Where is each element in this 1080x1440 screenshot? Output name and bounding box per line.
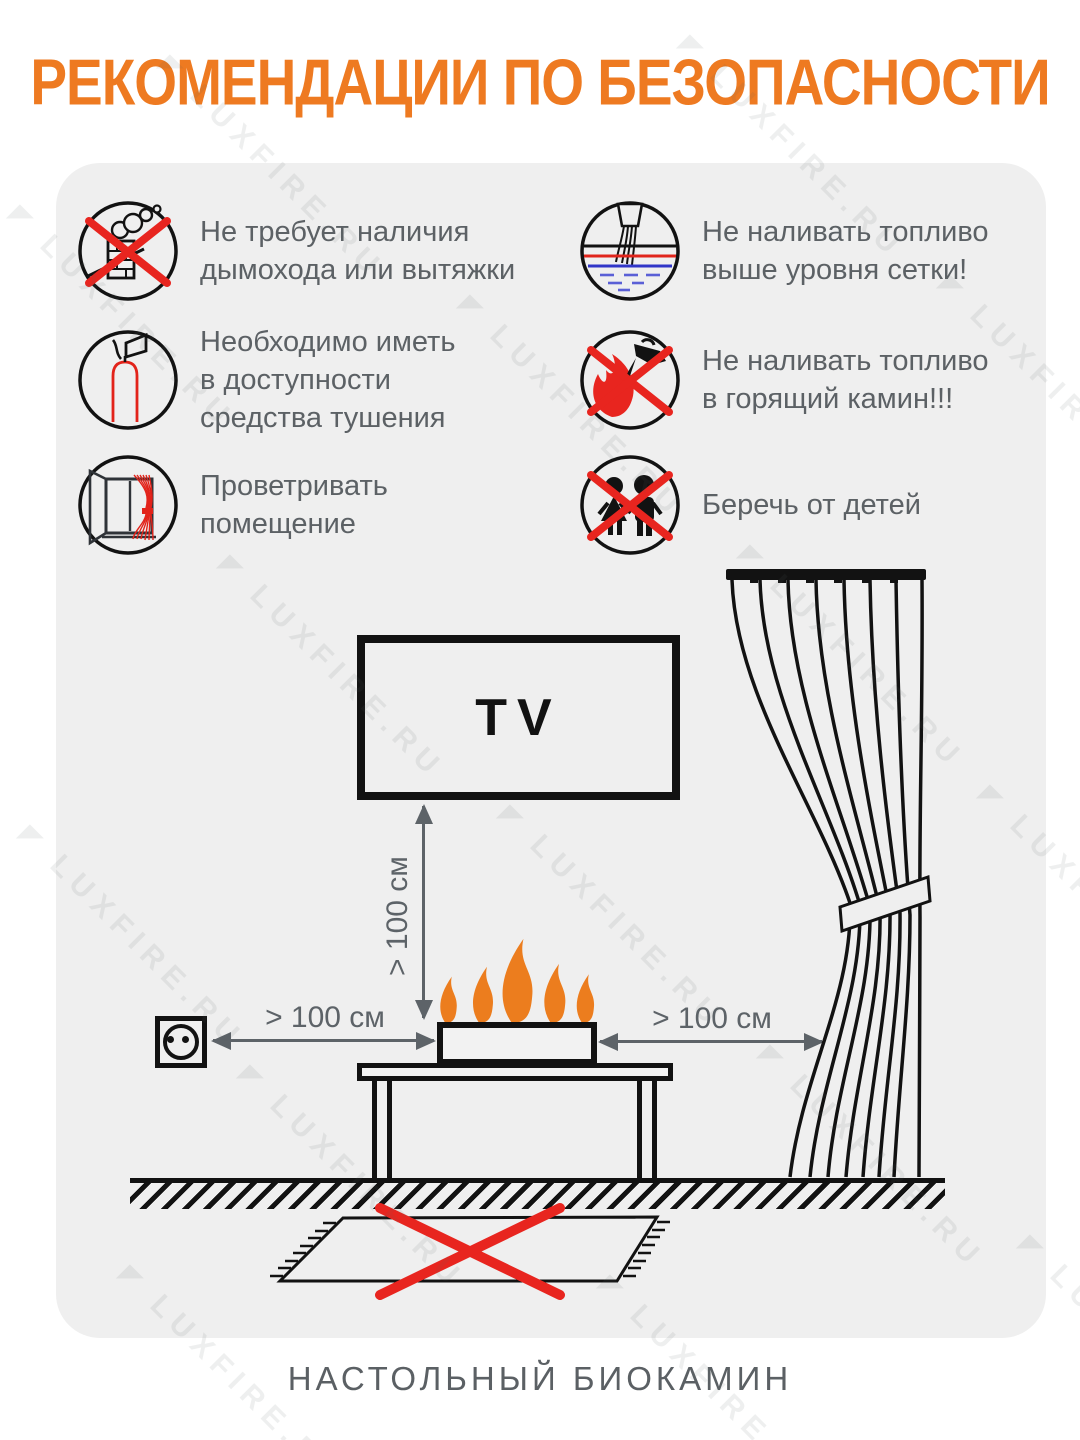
tv: TV — [357, 635, 680, 800]
table-top — [357, 1063, 673, 1081]
outlet-pin-left — [167, 1036, 174, 1043]
page-title-text: РЕКОМЕНДАЦИИ ПО БЕЗОПАСНОСТИ — [30, 45, 1050, 119]
rug-fringe-right — [623, 1220, 670, 1278]
curtain-tieback — [838, 874, 932, 934]
ventilate-icon-svg — [78, 455, 178, 555]
curtain — [726, 569, 932, 1178]
outlet-socket — [163, 1024, 199, 1060]
extinguisher-icon — [76, 328, 180, 432]
distance-label-left: > 100 см — [265, 1001, 385, 1034]
distance-arrow-right — [600, 1040, 822, 1043]
curtain-hooks — [750, 579, 898, 583]
rule-ventilate: Проветривать помещение — [76, 453, 526, 557]
keep-from-children-icon — [578, 453, 682, 557]
no-refill-burning-icon-svg — [580, 330, 680, 430]
extinguisher-icon-svg — [78, 330, 178, 430]
safety-card: Не требует наличия дымохода или вытяжки … — [56, 163, 1046, 1338]
rule-text: Беречь от детей — [702, 489, 921, 521]
page-title: РЕКОМЕНДАЦИИ ПО БЕЗОПАСНОСТИ — [0, 45, 1080, 118]
prohibition-cross — [85, 217, 171, 287]
outlet-pin-right — [182, 1036, 189, 1043]
footer-caption: НАСТОЛЬНЫЙ БИОКАМИН — [287, 1360, 793, 1397]
rule-no-refill-burning: Не наливать топливо в горящий камин!!! — [578, 328, 1038, 432]
table-leg-right — [637, 1080, 657, 1183]
floor-hatching — [130, 1183, 945, 1209]
rule-text: Необходимо иметь в доступности средства … — [200, 326, 456, 434]
prohibition-cross — [587, 346, 673, 416]
no-chimney-icon-svg — [78, 201, 178, 301]
rug-fringe-left — [270, 1221, 336, 1278]
rule-text: Не требует наличия дымохода или вытяжки — [200, 216, 516, 286]
rule-extinguisher: Необходимо иметь в доступности средства … — [76, 323, 526, 437]
rule-fuel-level: Не наливать топливо выше уровня сетки! — [578, 199, 1038, 303]
distance-arrow-left — [213, 1039, 434, 1042]
fuel-dashes — [600, 273, 660, 292]
ventilate-icon — [76, 453, 180, 557]
table-leg-left — [372, 1080, 392, 1183]
rule-no-chimney: Не требует наличия дымохода или вытяжки — [76, 199, 526, 303]
fuel-level-icon — [578, 199, 682, 303]
no-rug-warning — [270, 1203, 670, 1300]
tv-label: TV — [475, 688, 562, 747]
curtain-strands — [730, 579, 924, 1178]
flames-icon — [440, 938, 595, 1023]
distance-arrow-vertical — [422, 806, 425, 1018]
rule-text: Проветривать помещение — [200, 470, 388, 540]
no-chimney-icon — [76, 199, 180, 303]
power-outlet-icon — [155, 1016, 207, 1068]
red-curtain-strokes — [132, 474, 154, 541]
no-refill-burning-icon — [578, 328, 682, 432]
floor-line — [130, 1178, 945, 1183]
distance-label-right: > 100 см — [652, 1002, 772, 1035]
prohibition-cross — [587, 471, 673, 541]
fuel-level-icon-svg — [580, 201, 680, 301]
biofireplace-box — [437, 1022, 597, 1065]
keep-from-children-icon-svg — [580, 455, 680, 555]
rule-text: Не наливать топливо в горящий камин!!! — [702, 345, 989, 415]
distance-label-vertical: > 100 см — [381, 856, 414, 976]
rule-keep-from-children: Беречь от детей — [578, 453, 1038, 557]
prohibition-cross — [375, 1203, 565, 1300]
rule-text: Не наливать топливо выше уровня сетки! — [702, 216, 989, 286]
